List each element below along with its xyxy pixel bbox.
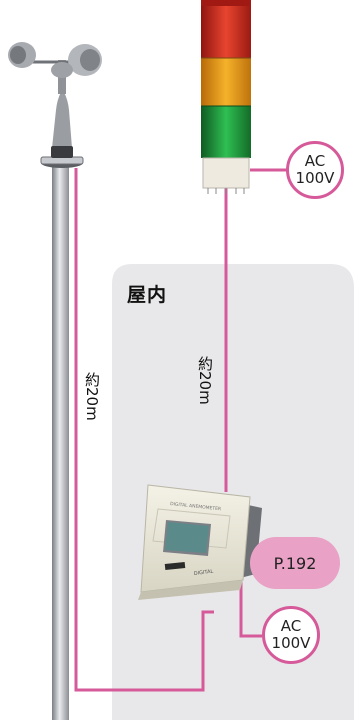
page-reference-badge: P.192 bbox=[250, 537, 340, 589]
power-badge-tower-line2: 100V bbox=[295, 169, 335, 187]
anemometer-icon bbox=[8, 42, 102, 158]
anemometer-pole bbox=[40, 156, 84, 720]
power-badge-device-line2: 100V bbox=[271, 634, 311, 652]
power-badge-device-line1: AC bbox=[280, 617, 302, 635]
device-panel-text: DIGITAL ANEMOMETER bbox=[170, 501, 222, 512]
power-badge-tower-line1: AC bbox=[304, 152, 326, 170]
power-badge-tower: AC 100V bbox=[286, 141, 344, 199]
page-reference-label: P.192 bbox=[273, 553, 317, 573]
svg-text:DIGITAL: DIGITAL bbox=[194, 569, 214, 577]
distance-label-tower: 約20m bbox=[196, 356, 214, 405]
wiring bbox=[74, 168, 288, 692]
indoor-label: 屋内 bbox=[127, 284, 168, 306]
distance-label-pole: 約20m bbox=[83, 372, 101, 421]
signal-tower-icon bbox=[201, 0, 251, 194]
power-badge-device: AC 100V bbox=[262, 606, 320, 664]
